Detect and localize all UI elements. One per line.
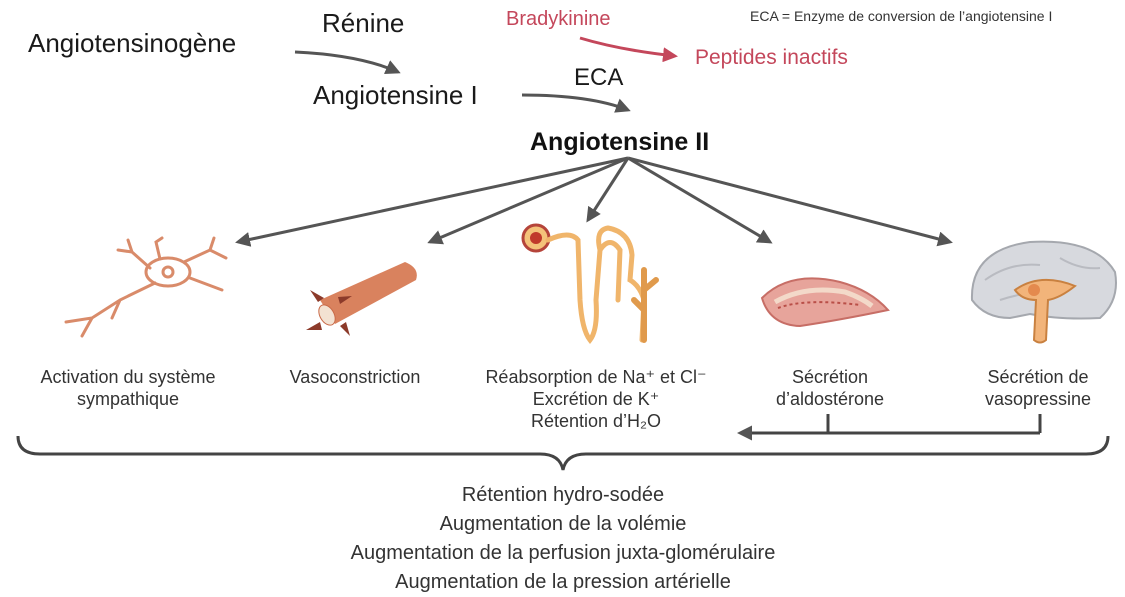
effect-arrows [235,156,953,247]
angiotensin-1-label: Angiotensine I [313,80,478,110]
inactive-peptides-label: Peptides inactifs [695,46,848,69]
effect-caption-vasopressin: Sécrétion de vasopressine [985,366,1091,410]
outcome-list: Rétention hydro-sodée Augmentation de la… [351,481,776,597]
vessel-icon [306,262,417,336]
effect-caption-line: Sécrétion de [987,367,1089,387]
arrow-to-sympathetic [235,156,629,247]
effect-caption-line: sympathique [76,389,180,409]
brain-icon [970,240,1117,344]
hormone-feedback-arrow [737,414,1042,441]
arrow-renin [294,50,401,74]
nephron-icon [521,223,659,345]
arrow-to-nephron [586,157,630,223]
legend-note: ECA = Enzyme de conversion de l’angioten… [750,8,1053,24]
outcome-item: Rétention hydro-sodée [461,484,665,506]
effect-caption-line: Rétention d’H₂O [530,411,662,431]
effect-caption-line: d’aldostérone [775,389,885,409]
effect-caption-line: vasopressine [984,389,1092,409]
renin-label: Rénine [322,8,405,38]
eca-label: ECA [574,64,624,91]
effect-caption-sympathetic: Activation du système sympathique [40,366,215,410]
outcome-item: Augmentation de la pression artérielle [395,571,731,593]
effect-caption-nephron: Réabsorption de Na⁺ et Cl⁻ Excrétion de … [485,366,706,432]
bradykinin-label: Bradykinine [506,8,611,30]
angiotensin-2-label: Angiotensine II [530,128,710,156]
summary-brace [16,435,1110,471]
arrow-to-aldosterone [627,156,773,244]
adrenal-gland-icon [760,277,890,328]
effect-caption-line: Activation du système [40,367,216,387]
effect-caption-line: Vasoconstriction [289,367,421,387]
outcome-item: Augmentation de la volémie [439,513,687,535]
arrow-to-vasopressin [627,156,953,247]
effect-caption-vasoconstriction: Vasoconstriction [290,366,421,388]
effect-caption-aldosterone: Sécrétion d’aldostérone [776,366,884,410]
neuron-icon [64,236,228,338]
arrow-to-vasoconstriction [427,156,629,245]
angiotensinogen-label: Angiotensinogène [28,28,237,58]
arrow-bradykinin [579,36,678,63]
arrow-eca [521,93,631,113]
effect-caption-line: Excrétion de K⁺ [532,389,660,409]
effect-caption-line: Sécrétion [791,367,869,387]
outcome-item: Augmentation de la perfusion juxta-glomé… [350,542,776,564]
effect-caption-line: Réabsorption de Na⁺ et Cl⁻ [485,367,707,387]
